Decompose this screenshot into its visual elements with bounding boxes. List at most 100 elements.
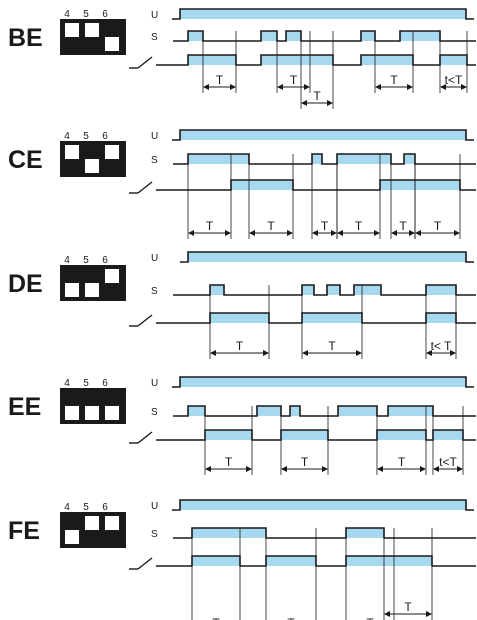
arrowhead <box>426 350 432 356</box>
arrowhead <box>246 466 252 472</box>
relay-contact-symbol <box>137 181 153 194</box>
pin-number: 4 <box>64 9 70 20</box>
signal-label-s: S <box>151 407 158 418</box>
signal-label-u: U <box>151 131 158 142</box>
u-high-fill <box>180 377 466 387</box>
mode-title: FE <box>8 517 40 545</box>
interval-label: T <box>366 616 374 620</box>
pin-number: 5 <box>83 9 89 20</box>
arrowhead <box>188 230 194 236</box>
arrowhead <box>433 466 439 472</box>
arrowhead <box>454 230 460 236</box>
interval-label: T <box>225 455 233 469</box>
arrowhead <box>375 84 381 90</box>
u-supply-line <box>172 8 474 20</box>
output-relay-line <box>156 429 476 441</box>
arrowhead <box>415 230 421 236</box>
output-relay-pulse <box>188 55 236 65</box>
pin-number: 6 <box>102 378 108 389</box>
arrowhead <box>225 230 231 236</box>
signal-label-u: U <box>151 10 158 21</box>
arrowhead <box>356 350 362 356</box>
output-relay-pulse <box>231 180 293 190</box>
interval-label: T <box>313 89 321 103</box>
arrowhead <box>440 84 446 90</box>
interval-label: T <box>287 616 295 620</box>
interval-label: T <box>355 219 363 233</box>
output-relay-pulse <box>261 55 333 65</box>
interval-label: T <box>404 600 412 614</box>
arrowhead <box>322 466 328 472</box>
relay-contact-symbol <box>137 314 153 327</box>
pin-number: 6 <box>102 255 108 266</box>
mode-title: CE <box>8 146 43 174</box>
arrowhead <box>420 466 426 472</box>
dip-switch-lever <box>105 406 119 420</box>
s-control-pulse <box>210 285 224 295</box>
s-control-pulse <box>188 154 249 164</box>
dip-switch-lever <box>65 23 79 37</box>
interval-label: T <box>390 73 398 87</box>
relay-contact-symbol <box>137 557 153 570</box>
u-supply-line <box>172 376 474 388</box>
dip-switch-lever <box>85 23 99 37</box>
arrowhead <box>377 466 383 472</box>
output-relay-pulse <box>440 55 467 65</box>
s-control-pulse <box>361 31 375 41</box>
signal-label-u: U <box>151 378 158 389</box>
pin-number: 6 <box>102 131 108 142</box>
s-control-pulse <box>188 406 205 416</box>
arrowhead <box>409 230 415 236</box>
mode-title: EE <box>8 393 41 421</box>
pin-number: 4 <box>64 502 70 513</box>
arrowhead <box>331 230 337 236</box>
signal-label-s: S <box>151 32 158 43</box>
interval-label: T <box>321 219 329 233</box>
arrowhead <box>426 611 432 617</box>
interval-label: T <box>301 455 309 469</box>
s-control-pulse <box>261 31 277 41</box>
interval-label: T <box>236 339 244 353</box>
arrowhead <box>327 100 333 106</box>
dip-switch-lever <box>85 406 99 420</box>
panel-fe: FE456USTTTT <box>8 499 476 620</box>
s-control-pulse <box>192 528 266 538</box>
u-high-fill <box>180 130 466 140</box>
output-relay-pulse <box>361 55 413 65</box>
u-supply-line <box>180 251 474 263</box>
u-supply-line <box>172 499 474 511</box>
output-relay-line <box>156 555 476 567</box>
dip-switch-lever <box>85 159 99 173</box>
output-relay-pulse <box>205 430 252 440</box>
arrowhead <box>203 84 209 90</box>
pin-number: 4 <box>64 131 70 142</box>
dip-switch-lever <box>65 283 79 297</box>
u-high-fill <box>188 252 466 262</box>
output-relay-pulse <box>266 556 316 566</box>
s-control-pulse <box>290 406 300 416</box>
interval-label: T <box>267 219 275 233</box>
s-control-pulse <box>346 528 384 538</box>
signal-label-s: S <box>151 529 158 540</box>
signal-label-u: U <box>151 501 158 512</box>
s-control-pulse <box>354 285 381 295</box>
output-relay-pulse <box>346 556 432 566</box>
pin-number: 6 <box>102 502 108 513</box>
arrowhead <box>374 230 380 236</box>
output-relay-line <box>156 54 476 66</box>
interval-label: t<T <box>439 455 457 469</box>
pin-number: 4 <box>64 378 70 389</box>
interval-label: T <box>206 219 214 233</box>
arrowhead <box>384 611 390 617</box>
dip-switch-lever <box>65 530 79 544</box>
s-control-pulse <box>404 154 415 164</box>
signal-label-s: S <box>151 286 158 297</box>
arrowhead <box>337 230 343 236</box>
output-relay-pulse <box>433 430 463 440</box>
relay-contact-symbol <box>137 56 153 69</box>
mode-title: BE <box>8 24 43 52</box>
